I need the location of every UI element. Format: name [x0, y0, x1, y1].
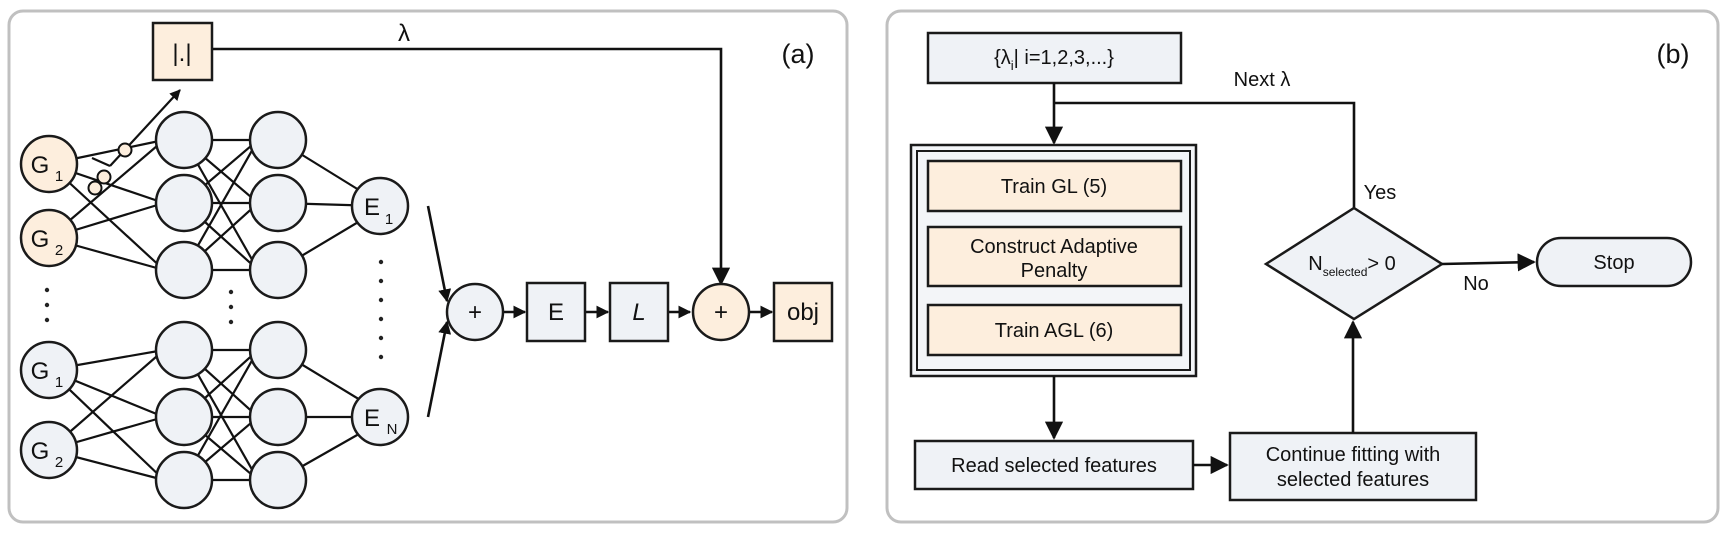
read-selected-label: Read selected features	[951, 455, 1157, 477]
hidden-node	[154, 450, 214, 510]
next-lambda-loop	[1054, 101, 1356, 208]
e-box	[525, 281, 587, 343]
continue-fitting-line1: Continue fitting with	[1266, 444, 1441, 466]
sum-node-1-label: +	[468, 299, 482, 326]
next-lambda-label: Next λ	[1234, 69, 1291, 91]
hidden-node	[154, 110, 214, 170]
svg-text:G: G	[31, 152, 50, 179]
train-gl-label: Train GL (5)	[1001, 176, 1107, 198]
svg-text:E: E	[364, 405, 380, 432]
svg-text:E: E	[364, 194, 380, 221]
sum-node-2-label: +	[714, 299, 728, 326]
svg-text:1: 1	[385, 211, 393, 228]
panel-a-tag: (a)	[782, 39, 815, 69]
obj-box	[772, 281, 834, 343]
tap-circle	[87, 180, 103, 196]
abs-box	[151, 21, 214, 82]
expert-node-en: E N	[350, 387, 410, 447]
no-label: No	[1463, 273, 1489, 295]
lambda-set-label: {λi| i=1,2,3,...}	[994, 47, 1114, 73]
panel-a: (a)	[7, 9, 849, 524]
abs-taps	[87, 89, 181, 196]
lambda-arrow	[212, 47, 731, 286]
panel-a-border	[7, 9, 849, 524]
panel-b: (b) {λi| i=1,2,3,...} Next λ Train GL (5…	[885, 9, 1720, 524]
obj-box-label: obj	[787, 299, 819, 326]
tap-circle	[117, 142, 133, 158]
yes-label: Yes	[1364, 182, 1397, 204]
input-node-g2-bottom: G 2	[19, 420, 79, 480]
training-group-inner-border	[916, 150, 1191, 371]
hidden-node	[154, 320, 214, 380]
svg-text:G: G	[31, 438, 50, 465]
ellipsis-inputs	[44, 287, 50, 323]
hidden-node	[248, 387, 308, 447]
svg-text:G: G	[31, 358, 50, 385]
sum-node-1	[445, 282, 505, 342]
hidden-node	[154, 240, 214, 300]
svg-text:1: 1	[55, 374, 63, 391]
l-box-label: L	[632, 299, 645, 326]
construct-penalty-line2: Penalty	[1021, 260, 1088, 282]
hidden-node	[248, 173, 308, 233]
hidden-node	[248, 320, 308, 380]
hidden-layer-2-top	[248, 110, 308, 300]
arrow-decision-stop	[1441, 253, 1536, 272]
ellipsis-hidden	[228, 289, 234, 325]
continue-fitting-box	[1228, 431, 1478, 502]
e-box-label: E	[548, 299, 564, 326]
sum-node-2	[691, 282, 751, 342]
hidden-node	[154, 173, 214, 233]
construct-penalty-line1: Construct Adaptive	[970, 236, 1138, 258]
lambda-set-box	[926, 31, 1183, 85]
input-node-g2-top: G 2	[19, 208, 79, 268]
svg-text:2: 2	[55, 242, 63, 259]
input-node-g1-bottom: G 1	[19, 340, 79, 400]
tap-circle	[96, 169, 112, 185]
svg-text:G: G	[31, 226, 50, 253]
abs-box-label: |.|	[172, 40, 191, 67]
stop-label: Stop	[1593, 252, 1634, 274]
hidden-node	[248, 240, 308, 300]
hidden-layer-2-bottom	[248, 320, 308, 510]
svg-text:N: N	[387, 421, 398, 438]
ellipsis-experts	[378, 259, 384, 360]
l-box	[608, 281, 670, 343]
train-agl-label: Train AGL (6)	[995, 320, 1114, 342]
train-gl-box	[926, 159, 1183, 213]
svg-text:2: 2	[55, 454, 63, 471]
hidden-layer-1-bottom	[154, 320, 214, 510]
hidden-node	[154, 387, 214, 447]
hidden-node	[248, 110, 308, 170]
hidden-layer-1-top	[154, 110, 214, 300]
stop-terminal	[1535, 236, 1693, 288]
decision-label: Nselected> 0	[1308, 253, 1396, 279]
hidden-node	[248, 450, 308, 510]
panel-b-tag: (b)	[1657, 39, 1690, 69]
lambda-label: λ	[398, 20, 410, 47]
svg-text:1: 1	[55, 168, 63, 185]
decision-diamond	[1263, 206, 1445, 321]
edges-experts-sum	[426, 205, 452, 418]
input-node-g1-top: G 1	[19, 134, 79, 194]
expert-node-e1: E 1	[350, 176, 410, 236]
continue-fitting-line2: selected features	[1277, 469, 1429, 491]
train-agl-box	[926, 303, 1183, 357]
construct-penalty-box	[926, 225, 1183, 288]
